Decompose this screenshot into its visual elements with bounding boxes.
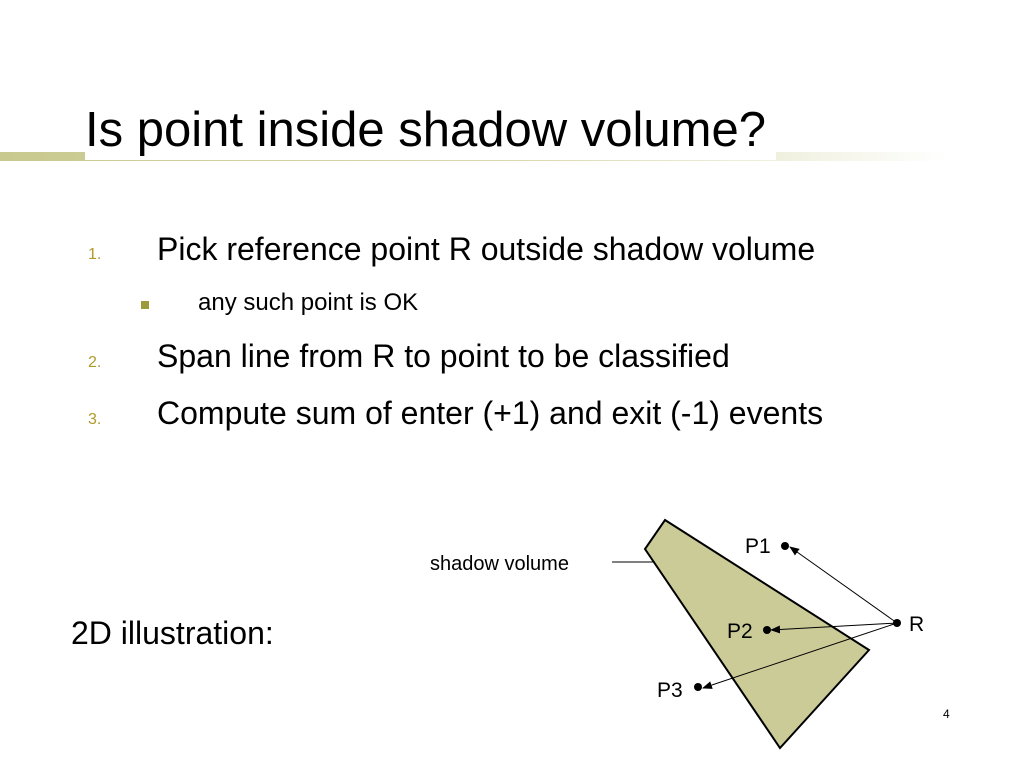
step-3-number: 3. bbox=[88, 411, 102, 428]
step-1-number: 1. bbox=[88, 246, 102, 263]
step-1-text: Pick reference point R outside shadow vo… bbox=[157, 231, 816, 267]
slide-title: Is point inside shadow volume? bbox=[85, 100, 776, 160]
ray-r-to-p1 bbox=[789, 546, 898, 624]
point-r-label: R bbox=[909, 613, 924, 636]
point-p2-label: P2 bbox=[727, 620, 753, 643]
ray-r-to-p3 bbox=[702, 622, 898, 689]
step-2-text: Span line from R to point to be classifi… bbox=[157, 338, 730, 374]
step-3-text: Compute sum of enter (+1) and exit (-1) … bbox=[157, 395, 824, 431]
sub-bullet-text: any such point is OK bbox=[198, 289, 419, 316]
ray-r-to-p2 bbox=[770, 622, 898, 634]
page-number: 4 bbox=[943, 707, 950, 721]
point-r-dot bbox=[893, 619, 901, 627]
illustration-caption: 2D illustration: bbox=[71, 615, 274, 651]
shadow-volume-polygon bbox=[643, 518, 871, 750]
step-2-number: 2. bbox=[88, 354, 102, 371]
point-p2-dot bbox=[763, 626, 771, 634]
point-p3-label: P3 bbox=[657, 679, 683, 702]
point-p1-dot bbox=[781, 542, 789, 550]
point-p1-label: P1 bbox=[745, 535, 771, 558]
shadow-volume-label: shadow volume bbox=[430, 553, 569, 575]
square-bullet-icon bbox=[141, 301, 149, 309]
point-p3-dot bbox=[694, 683, 702, 691]
